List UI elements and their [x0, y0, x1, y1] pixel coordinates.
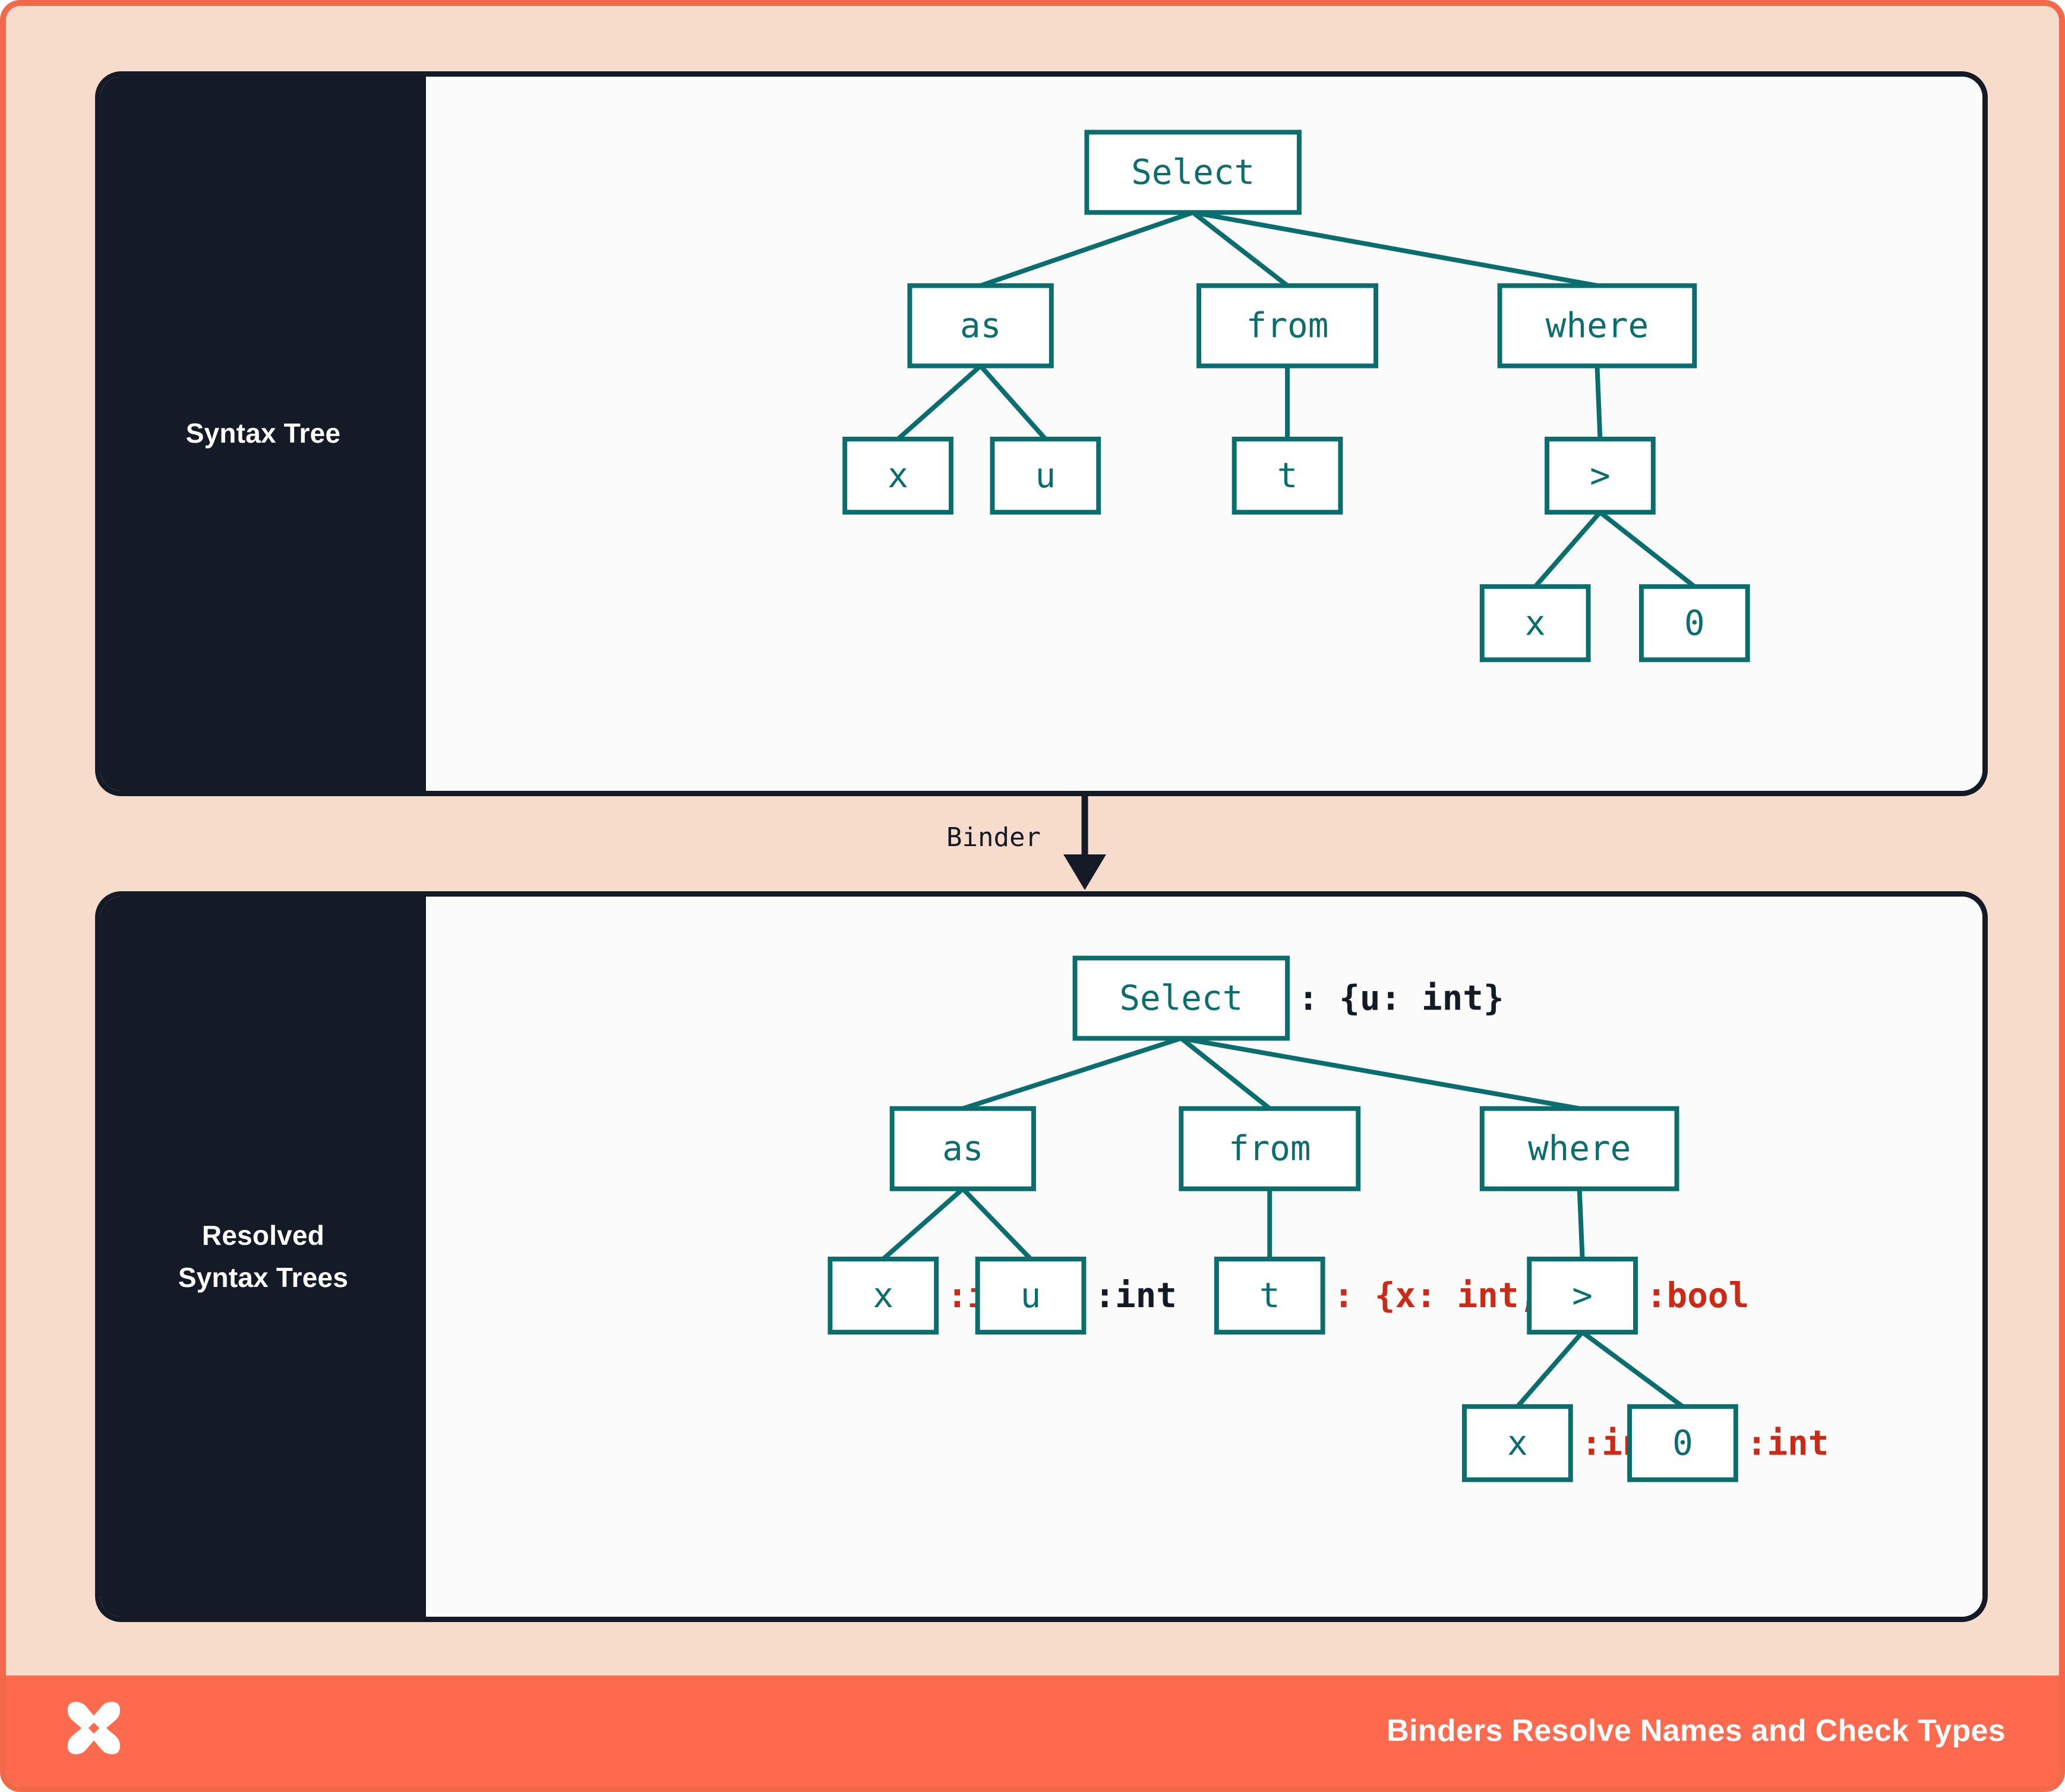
footer-bar: Binders Resolve Names and Check Types	[6, 1676, 2059, 1786]
tree-edge	[1191, 210, 1289, 288]
tree-node-as[interactable]: as	[907, 283, 1054, 368]
tree-node-gt-0[interactable]: 0 :int	[1627, 1404, 1829, 1482]
tree-edge	[1180, 1036, 1580, 1111]
canvas-syntax-tree: Select as from where x u t > x 0	[426, 77, 1982, 791]
node-label: from	[1229, 1129, 1311, 1169]
tree-node-select[interactable]: Select : {u: int}	[1072, 955, 1504, 1041]
tree-edge	[1594, 365, 1603, 440]
tree-diagram-resolved-syntax-trees: Select: {u: int}asfromwherex:intu:intt: …	[828, 955, 1829, 1482]
tree-edge	[962, 1036, 1182, 1111]
tree-edge	[1581, 1330, 1684, 1409]
tree-node-as-u[interactable]: u :int	[975, 1256, 1177, 1335]
node-label: x	[1525, 603, 1546, 643]
node-box[interactable]	[1497, 283, 1697, 368]
node-label: >	[1590, 456, 1611, 496]
node-box[interactable]	[1232, 436, 1343, 515]
node-label: from	[1246, 306, 1329, 346]
node-label: as	[942, 1129, 983, 1169]
tree-node-gt-x[interactable]: x	[1479, 584, 1591, 662]
node-label: x	[873, 1276, 893, 1315]
tree-diagram-syntax-tree: Select as from where x u t > x 0	[842, 130, 1750, 662]
sidebar-label-resolved-syntax-trees: Resolved Syntax Trees	[178, 1219, 349, 1293]
tree-edge	[1533, 510, 1602, 588]
tree-edge	[961, 1187, 1032, 1261]
node-label: x	[1507, 1423, 1528, 1463]
tree-edge	[1179, 1036, 1271, 1110]
panel-syntax-tree: Syntax Tree Select as from where x u t > x 0	[95, 71, 1988, 796]
node-box[interactable]	[1527, 1256, 1638, 1335]
node-box[interactable]	[975, 1256, 1087, 1335]
node-label: u	[1021, 1276, 1041, 1315]
tree-edge	[980, 210, 1194, 288]
panel-resolved-syntax-trees: Resolved Syntax Trees Select : {u: int} as…	[95, 891, 1988, 1622]
tree-node-where[interactable]: where	[1479, 1106, 1679, 1191]
x-butterfly-logo-icon	[67, 1702, 121, 1755]
footer-caption: Binders Resolve Names and Check Types	[1387, 1714, 2006, 1748]
node-label: t	[1277, 456, 1298, 496]
node-box[interactable]	[1479, 584, 1591, 662]
binder-label: Binder	[946, 822, 1041, 853]
tree-edge	[1192, 210, 1598, 288]
node-box[interactable]	[1179, 1106, 1361, 1191]
node-label: Select	[1119, 978, 1243, 1018]
node-label: 0	[1684, 603, 1705, 643]
node-box[interactable]	[889, 1106, 1036, 1191]
canvas-resolved-syntax-trees: Select: {u: int}asfromwherex:intu:intt: …	[426, 897, 1982, 1617]
node-label: Select	[1131, 153, 1255, 193]
tree-node-gt[interactable]: >	[1545, 436, 1656, 515]
tree-edges	[882, 1036, 1684, 1409]
node-label: 0	[1672, 1423, 1693, 1463]
node-label: >	[1572, 1276, 1593, 1315]
node-box[interactable]	[1479, 1106, 1679, 1191]
node-label: t	[1259, 1276, 1280, 1315]
tree-node-as[interactable]: as	[889, 1106, 1036, 1191]
tree-node-as-u[interactable]: u	[990, 436, 1101, 515]
node-box[interactable]	[907, 283, 1054, 368]
tree-edge	[896, 364, 983, 441]
node-box[interactable]	[1084, 130, 1302, 215]
node-type-annotation: :int	[1747, 1423, 1829, 1463]
node-box[interactable]	[990, 436, 1101, 515]
node-box[interactable]	[842, 436, 953, 515]
tree-edge	[882, 1187, 965, 1261]
tree-node-gt-0[interactable]: 0	[1638, 584, 1750, 662]
sidebar-resolved-syntax-trees: Resolved Syntax Trees	[100, 897, 426, 1617]
node-box[interactable]	[1072, 955, 1290, 1041]
node-box[interactable]	[1638, 584, 1750, 662]
sidebar-label-syntax-tree: Syntax Tree	[185, 418, 341, 449]
node-label: where	[1546, 306, 1649, 346]
tree-node-gt[interactable]: > :bool	[1527, 1256, 1749, 1335]
tree-edge	[978, 364, 1047, 441]
node-box[interactable]	[1627, 1404, 1738, 1482]
node-box[interactable]	[1462, 1404, 1573, 1482]
tree-node-select[interactable]: Select	[1084, 130, 1302, 215]
node-label: x	[888, 456, 908, 496]
node-box[interactable]	[828, 1256, 939, 1335]
tree-edge	[1598, 510, 1696, 589]
tree-node-from[interactable]: from	[1196, 283, 1378, 368]
tree-edge	[1577, 1188, 1585, 1260]
sidebar-syntax-tree: Syntax Tree	[100, 77, 426, 791]
tree-node-from-t[interactable]: t	[1232, 436, 1343, 515]
tree-edge	[1515, 1330, 1584, 1408]
node-type-annotation: :bool	[1646, 1276, 1749, 1315]
tree-node-where[interactable]: where	[1497, 283, 1697, 368]
binder-arrow-icon	[1063, 796, 1106, 890]
tree-node-as-x[interactable]: x	[842, 436, 953, 515]
node-box[interactable]	[1214, 1256, 1325, 1335]
tree-node-from[interactable]: from	[1179, 1106, 1361, 1191]
node-box[interactable]	[1545, 436, 1656, 515]
node-label: where	[1528, 1129, 1631, 1169]
tree-edges	[896, 210, 1696, 589]
node-box[interactable]	[1196, 283, 1378, 368]
node-type-annotation: : {u: int}	[1298, 978, 1504, 1018]
node-type-annotation: :int	[1094, 1276, 1177, 1315]
binder-connector: Binder	[95, 796, 1988, 891]
node-label: u	[1035, 456, 1056, 496]
node-label: as	[960, 306, 1001, 346]
